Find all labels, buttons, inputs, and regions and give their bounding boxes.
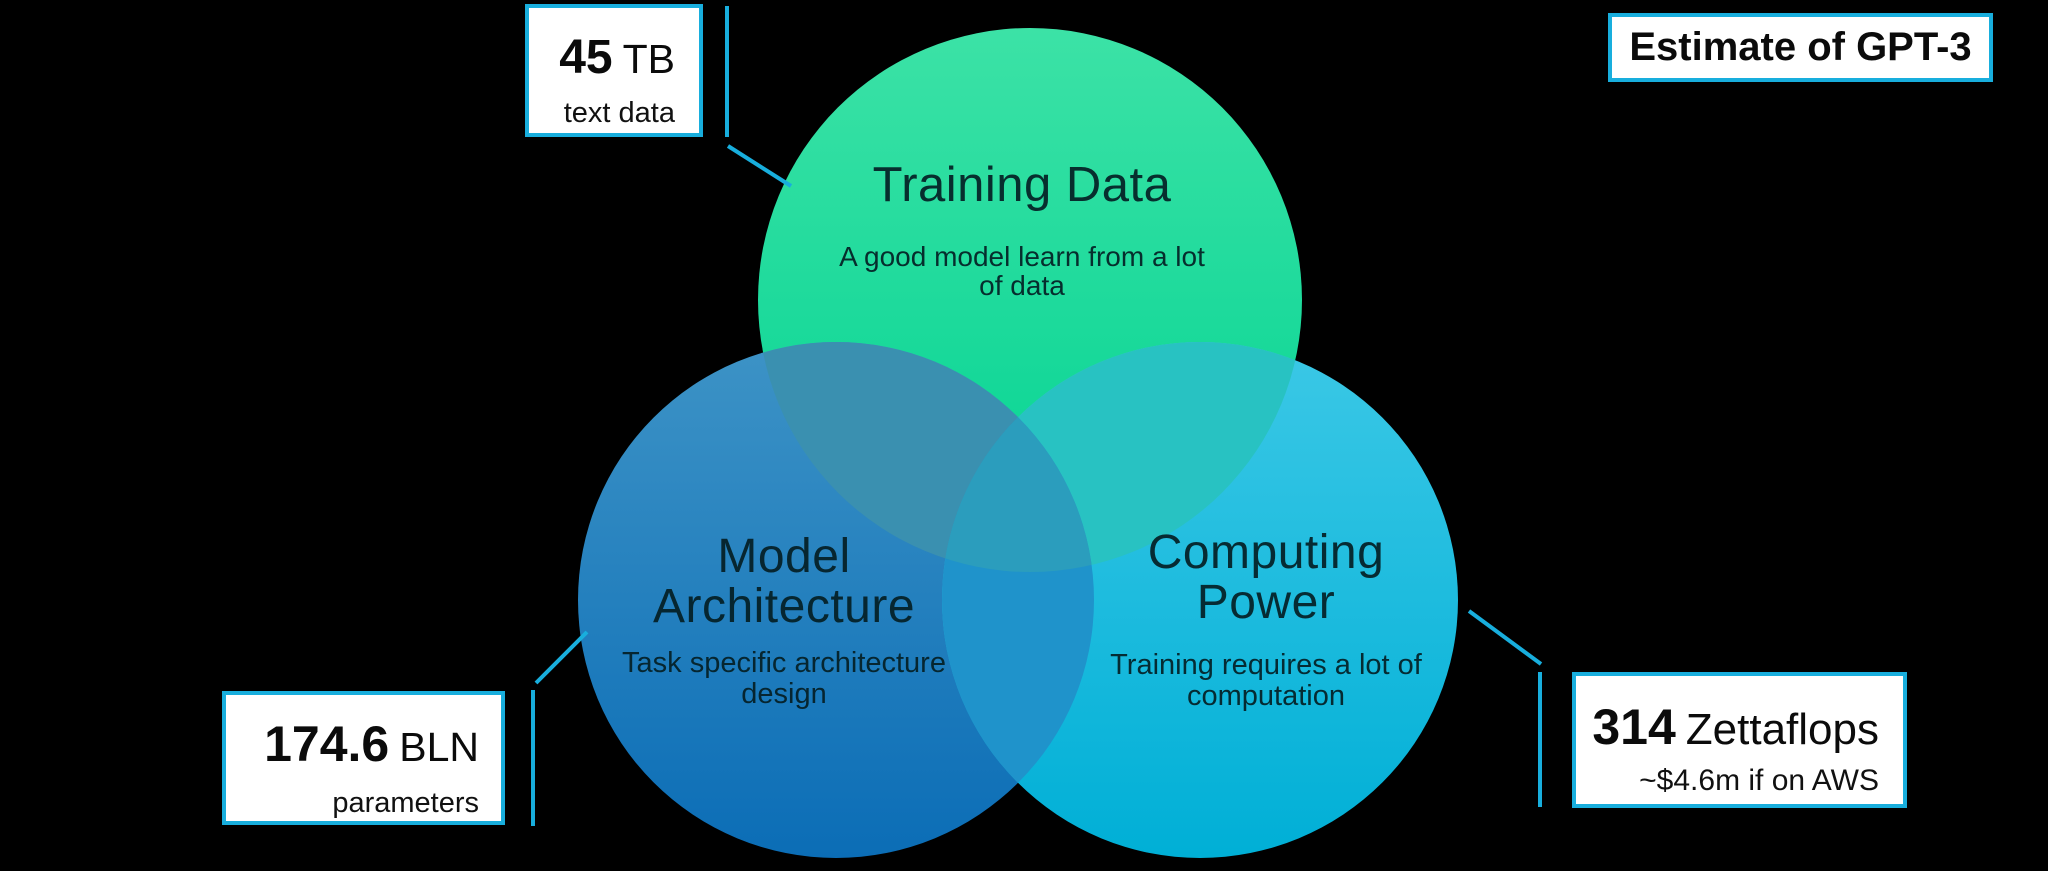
training-data-description: A good model learn from a lot of data xyxy=(822,242,1222,300)
model-architecture-title-line2: Architecture xyxy=(652,580,916,633)
computing-power-desc-line1: Training requires a lot of xyxy=(1110,649,1422,681)
model-architecture-title: Model Architecture xyxy=(584,532,984,632)
model-architecture-desc-line2: design xyxy=(741,678,827,710)
estimate-badge: Estimate of GPT-3 xyxy=(1608,13,1993,82)
training-data-desc-line2: of data xyxy=(979,270,1065,301)
model-architecture-description: Task specific architecture design xyxy=(584,648,984,710)
callout-text-data-value: 45 xyxy=(559,31,613,84)
callout-text-data-unit: TB xyxy=(622,36,675,82)
computing-power-title-line1: Computing xyxy=(1147,526,1385,579)
callout-compute-unit: Zettaflops xyxy=(1685,705,1879,754)
computing-power-title-line2: Power xyxy=(1196,576,1336,629)
model-architecture-title-line1: Model xyxy=(717,530,851,583)
connector-text-data-diagonal xyxy=(726,144,793,188)
overlap-green-cyan xyxy=(942,342,1302,572)
callout-compute-value: 314 xyxy=(1592,699,1676,755)
callout-parameters-value: 174.6 xyxy=(264,716,390,772)
callout-parameters-label: parameters xyxy=(332,787,479,819)
connector-parameters-diagonal xyxy=(534,630,589,685)
computing-power-description: Training requires a lot of computation xyxy=(1066,650,1466,712)
callout-compute-label: ~$4.6m if on AWS xyxy=(1639,764,1879,797)
training-data-desc-line1: A good model learn from a lot xyxy=(839,241,1205,272)
callout-text-data-label: text data xyxy=(563,97,675,129)
model-architecture-desc-line1: Task specific architecture xyxy=(622,647,946,679)
training-data-title: Training Data xyxy=(872,158,1172,212)
computing-power-title: Computing Power xyxy=(1066,528,1466,628)
overlap-green-blue xyxy=(758,342,1094,572)
computing-power-desc-line2: computation xyxy=(1187,680,1345,712)
connector-compute-diagonal xyxy=(1467,609,1543,666)
callout-parameters-unit: BLN xyxy=(399,724,479,770)
